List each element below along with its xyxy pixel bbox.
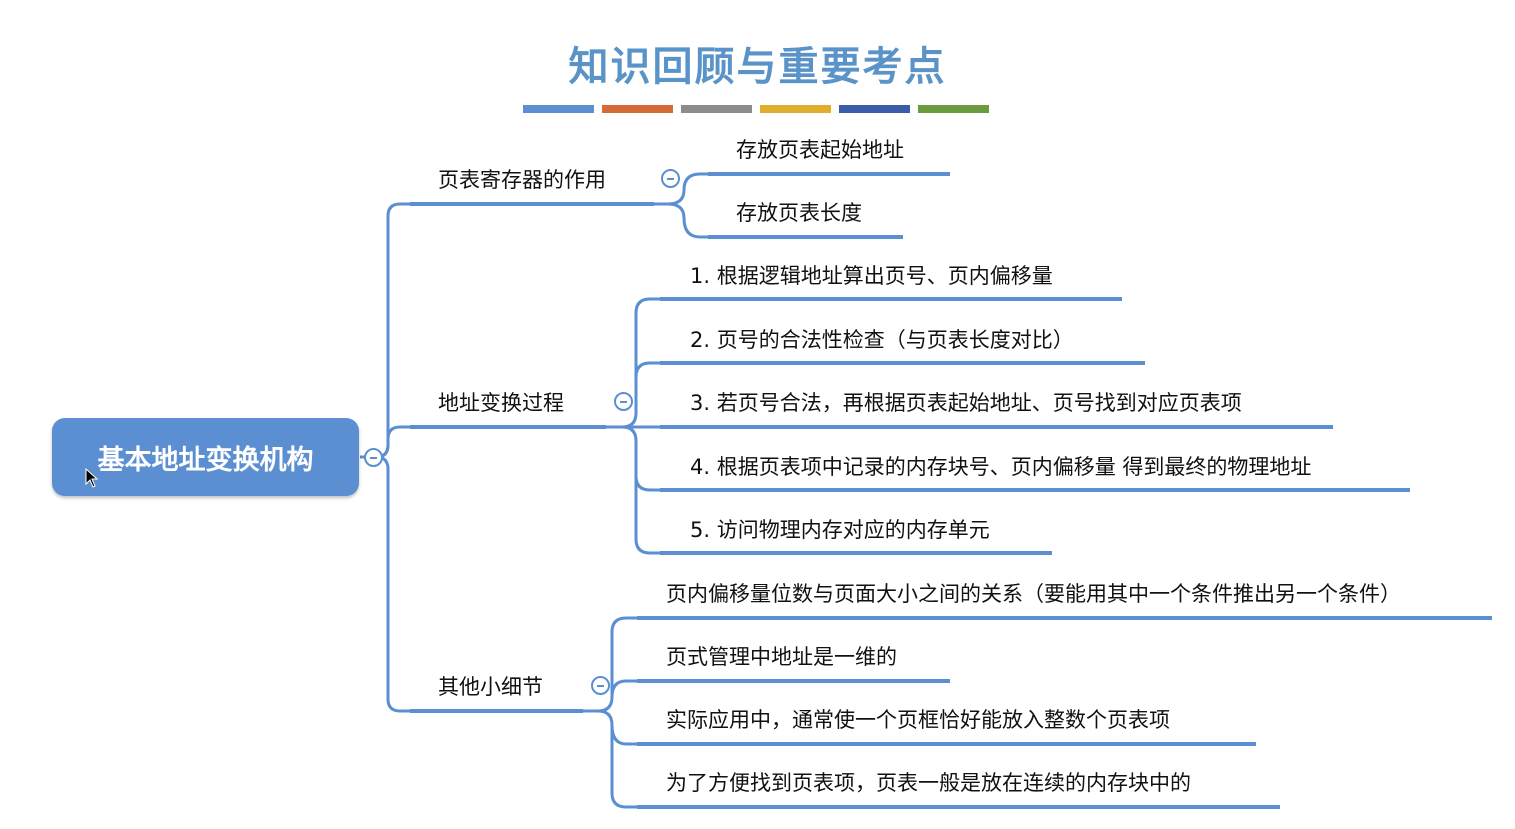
connector-b3-c2	[610, 679, 637, 698]
connector-root-branch1	[360, 202, 410, 459]
branch3-collapse-toggle-icon[interactable]	[591, 676, 610, 695]
connector-b3-c1	[583, 616, 637, 713]
leaf-b2-1[interactable]: 1. 根据逻辑地址算出页号、页内偏移量	[690, 264, 1053, 288]
connector-b3-c4	[610, 725, 637, 809]
leaf-b3-1[interactable]: 页内偏移量位数与页面大小之间的关系（要能用其中一个条件推出另一个条件）	[666, 582, 1401, 606]
root-label: 基本地址变换机构	[97, 444, 314, 476]
connector-b2-c2	[634, 361, 660, 413]
branch-page-table-register[interactable]: 页表寄存器的作用	[438, 168, 606, 192]
leaf-b3-4[interactable]: 为了方便找到页表项，页表一般是放在连续的内存块中的	[666, 771, 1191, 795]
root-collapse-toggle-icon[interactable]	[364, 448, 383, 467]
mouse-cursor-icon	[85, 468, 99, 488]
leaf-b2-5[interactable]: 5. 访问物理内存对应的内存单元	[690, 518, 990, 542]
connector-root-branch3	[375, 455, 410, 713]
connector-b2-c4	[621, 425, 660, 492]
root-node[interactable]: 基本地址变换机构	[52, 418, 359, 496]
leaf-b2-3[interactable]: 3. 若页号合法，再根据页表起始地址、页号找到对应页表项	[690, 391, 1242, 415]
branch2-collapse-toggle-icon[interactable]	[614, 392, 633, 411]
leaf-b3-3[interactable]: 实际应用中，通常使一个页框恰好能放入整数个页表项	[666, 708, 1170, 732]
connector-b2-c5	[634, 476, 660, 555]
color-bar-2	[602, 105, 673, 113]
leaf-b2-2[interactable]: 2. 页号的合法性检查（与页表长度对比）	[690, 328, 1074, 352]
color-bar-3	[681, 105, 752, 113]
branch-address-translation[interactable]: 地址变换过程	[438, 391, 564, 415]
branch1-collapse-toggle-icon[interactable]	[661, 169, 680, 188]
color-bar-4	[760, 105, 831, 113]
page-title: 知识回顾与重要考点	[568, 43, 947, 90]
leaf-b3-2[interactable]: 页式管理中地址是一维的	[666, 645, 897, 669]
color-bar-1	[523, 105, 594, 113]
branch-other-details[interactable]: 其他小细节	[438, 675, 543, 699]
color-bar-5	[839, 105, 910, 113]
leaf-b1-1[interactable]: 存放页表起始地址	[736, 138, 904, 162]
color-bar-6	[918, 105, 989, 113]
connector-b1-c2	[667, 202, 708, 239]
leaf-b1-2[interactable]: 存放页表长度	[736, 201, 862, 225]
leaf-b2-4[interactable]: 4. 根据页表项中记录的内存块号、页内偏移量 得到最终的物理地址	[690, 455, 1312, 479]
connector-b3-c3	[597, 709, 637, 746]
